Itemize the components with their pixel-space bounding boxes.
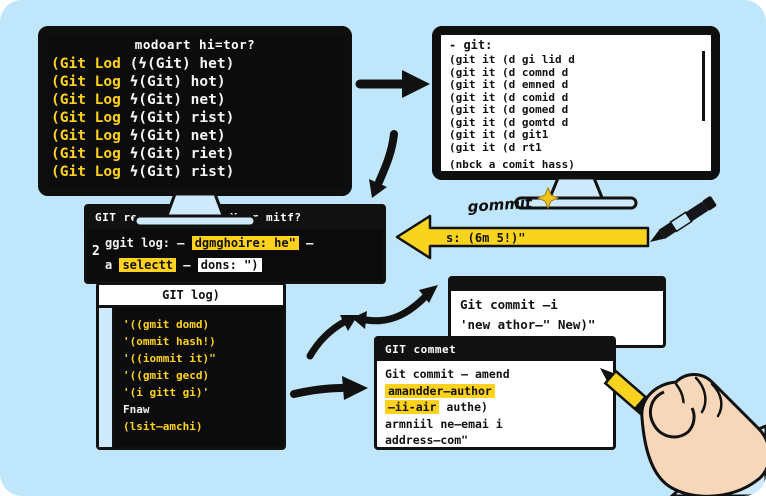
highlighted-text: amandder—author <box>385 383 495 398</box>
monitor1-lines: (Git Lod (ϟ(Git) het) (Git Log ϟ(Git) ho… <box>47 55 343 181</box>
code-line: a selectt — dons: ") <box>105 258 262 272</box>
window-content: '((gmit domd) '(ommit hash!) '((iommit i… <box>99 308 283 447</box>
code-text: — <box>298 236 314 250</box>
git-log-arg: ϟ(Git) hot) <box>120 74 226 90</box>
terminal-line: (git it (d gomtd d <box>449 115 569 129</box>
terminal-line: (Git Log ϟ(Git) net) <box>47 127 343 145</box>
terminal-line: (git it (d git1 <box>449 128 549 141</box>
git-log-arg: (ϟ(Git) het) <box>120 56 235 72</box>
code-line: '((gmit domd) <box>123 318 210 331</box>
hand-illustration <box>640 373 766 496</box>
window-git-log-list: GIT log) '((gmit domd) '(ommit hash!) '(… <box>96 282 286 450</box>
terminal-line: (Git Log ϟ(Git) hot) <box>47 73 343 91</box>
code-text: ggit log: — <box>105 236 192 250</box>
window-title: GIT repropation of Your mitf? <box>87 207 383 229</box>
code-line: 'new athor—" New)" <box>460 317 596 332</box>
monitor2-terminal: - git: (git it (d gi lid d (git it (d co… <box>432 26 720 180</box>
pen-icon <box>650 196 717 242</box>
code-line: —ii-air authe) <box>385 399 605 416</box>
highlighted-text: dgmghoire: he" <box>191 236 299 250</box>
terminal-line: (git it (d comnd d <box>449 65 569 79</box>
highlighted-text: —ii-air <box>385 400 440 414</box>
terminal-line: (git it (d gi lid d <box>449 53 575 66</box>
window-title: GIT commet <box>377 339 613 361</box>
arrow-right-bottom-icon <box>290 376 368 400</box>
window-content: Git commit — amend amandder—author —ii-a… <box>377 361 613 454</box>
git-log-cmd: (Git Log <box>51 92 121 108</box>
pencil-arrow-text: s: (6m 5!)" <box>446 231 525 245</box>
step-number: 2 <box>92 244 100 259</box>
gommit-label: gommit <box>467 193 534 216</box>
highlighted-text: selectt <box>119 258 177 272</box>
git-log-arg: ϟ(Git) rist) <box>120 110 235 126</box>
code-text: a <box>105 258 120 272</box>
code-line: ggit log: — dgmghoire: he" — <box>105 236 313 250</box>
code-text: authe) <box>439 400 488 414</box>
window-git-log-prompt: GIT repropation of Your mitf? 2 ggit log… <box>84 204 386 284</box>
terminal-line: (Git Log ϟ(Git) riet) <box>47 145 343 163</box>
terminal-line: (Git Log ϟ(Git) net) <box>47 91 343 109</box>
sparkle-icon <box>536 186 560 210</box>
window-title-bar <box>451 279 663 291</box>
monitor1-title: modoart hi=tor? <box>134 37 256 52</box>
terminal-line: (git it (d gomed d <box>449 103 569 116</box>
arrow-right-icon <box>355 70 430 98</box>
scrollbar <box>99 308 114 447</box>
code-line: '(ommit hash!) <box>123 335 216 348</box>
arrow-down-icon <box>369 130 398 198</box>
terminal-line: (git it (d rt1 <box>449 140 542 154</box>
window-title: GIT log) <box>99 285 283 308</box>
monitor1-terminal: modoart hi=tor? (Git Lod (ϟ(Git) het) (G… <box>38 26 352 196</box>
git-log-arg: ϟ(Git) net) <box>120 92 226 108</box>
scrollbar <box>702 51 705 121</box>
code-line: (lsit—amchi) <box>123 420 203 433</box>
git-log-cmd: (Git Log <box>51 110 121 126</box>
code-line: '((gmit gecd) <box>123 369 210 382</box>
terminal-line: (Git Lod (ϟ(Git) het) <box>47 55 343 73</box>
monitor2-lines: (git it (d gi lid d (git it (d comnd d (… <box>449 53 703 154</box>
git-log-arg: ϟ(Git) riet) <box>120 146 235 162</box>
code-lines: '((gmit domd) '(ommit hash!) '((iommit i… <box>123 308 283 435</box>
arrow-double-curved-icon <box>352 285 438 329</box>
monitor2-footer: (nbck a comit hass) <box>449 158 575 171</box>
terminal-line: (Git Log ϟ(Git) rist) <box>47 163 343 181</box>
sleeve-cuff <box>669 424 766 496</box>
git-log-cmd: (Git Log <box>51 74 121 90</box>
git-log-arg: ϟ(Git) net) <box>120 128 226 144</box>
code-line: Fnaw <box>123 403 150 416</box>
terminal-line: (Git Log ϟ(Git) rist) <box>47 109 343 127</box>
code-line: armniil ne—emai i <box>385 416 503 431</box>
git-log-cmd: (Git Log <box>51 128 121 144</box>
window-content: 2 ggit log: — dgmghoire: he" — a selectt… <box>87 229 383 281</box>
code-line: amandder—author <box>385 383 605 400</box>
window-git-commit: Git commit —i 'new athor—" New)" <box>448 276 666 348</box>
git-log-arg: ϟ(Git) rist) <box>120 164 235 180</box>
code-text: — <box>176 258 198 272</box>
monitor2-title: - git: <box>449 38 493 52</box>
code-line: '((iommit it)" <box>123 352 216 365</box>
code-line: '(i gitt gi)' <box>123 386 210 399</box>
code-line: Git commit — amend <box>385 367 510 381</box>
code-line: address—com" <box>385 433 469 447</box>
window-git-commit-amend: GIT commet Git commit — amend amandder—a… <box>374 336 616 450</box>
git-log-cmd: (Git Log <box>51 164 121 180</box>
arrow-up-curved-icon <box>306 315 358 360</box>
highlighted-text: dons: ") <box>197 258 262 272</box>
terminal-line: (git it (d comid d <box>449 90 569 104</box>
monitor2-stand <box>514 176 638 210</box>
terminal-line: (git it (d emned d <box>449 78 569 91</box>
window-content: Git commit —i 'new athor—" New)" <box>451 291 663 338</box>
code-line: Git commit —i <box>460 297 558 312</box>
pencil-arrow: s: (6m 5!)" <box>395 214 650 260</box>
git-log-cmd: (Git Log <box>51 146 121 162</box>
git-log-cmd: (Git Lod <box>51 56 121 72</box>
